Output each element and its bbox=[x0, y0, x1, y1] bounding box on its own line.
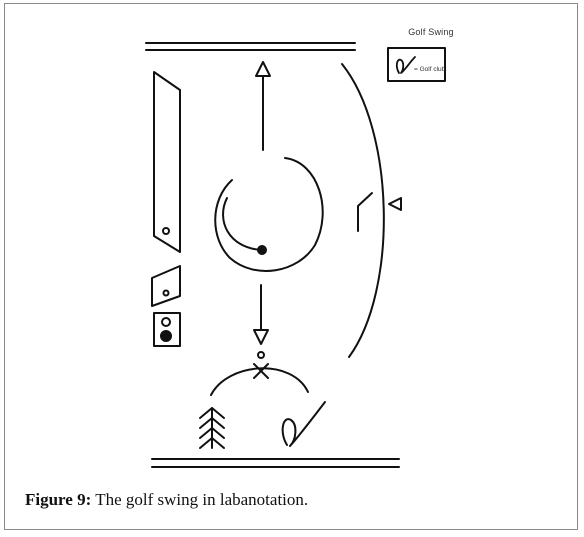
small-direction-symbol bbox=[151, 265, 181, 307]
legend-title: Golf Swing bbox=[408, 27, 454, 37]
angle-mark bbox=[357, 192, 373, 232]
tall-direction-symbol bbox=[153, 71, 181, 253]
pin-circle bbox=[257, 351, 265, 359]
golf-club-symbol bbox=[281, 401, 326, 447]
side-triangle bbox=[388, 197, 402, 211]
circle-box-symbol bbox=[153, 312, 181, 347]
up-arrow bbox=[255, 61, 271, 151]
right-path-arc bbox=[341, 63, 385, 358]
rotation-circle-symbol bbox=[214, 157, 324, 272]
ground-arc bbox=[210, 367, 309, 396]
legend-box bbox=[387, 47, 446, 82]
legend-label: = Golf club bbox=[414, 66, 446, 73]
caption-text: The golf swing in labanotation. bbox=[91, 490, 309, 509]
caption-label: Figure 9: bbox=[25, 490, 92, 509]
top-staff-lines bbox=[145, 42, 356, 51]
bottom-staff-lines bbox=[151, 458, 400, 468]
cross-mark bbox=[253, 363, 269, 379]
figure-caption: Figure 9: The golf swing in labanotation… bbox=[25, 490, 308, 510]
down-arrow bbox=[253, 284, 269, 345]
chevron-stack-symbol bbox=[199, 407, 225, 449]
